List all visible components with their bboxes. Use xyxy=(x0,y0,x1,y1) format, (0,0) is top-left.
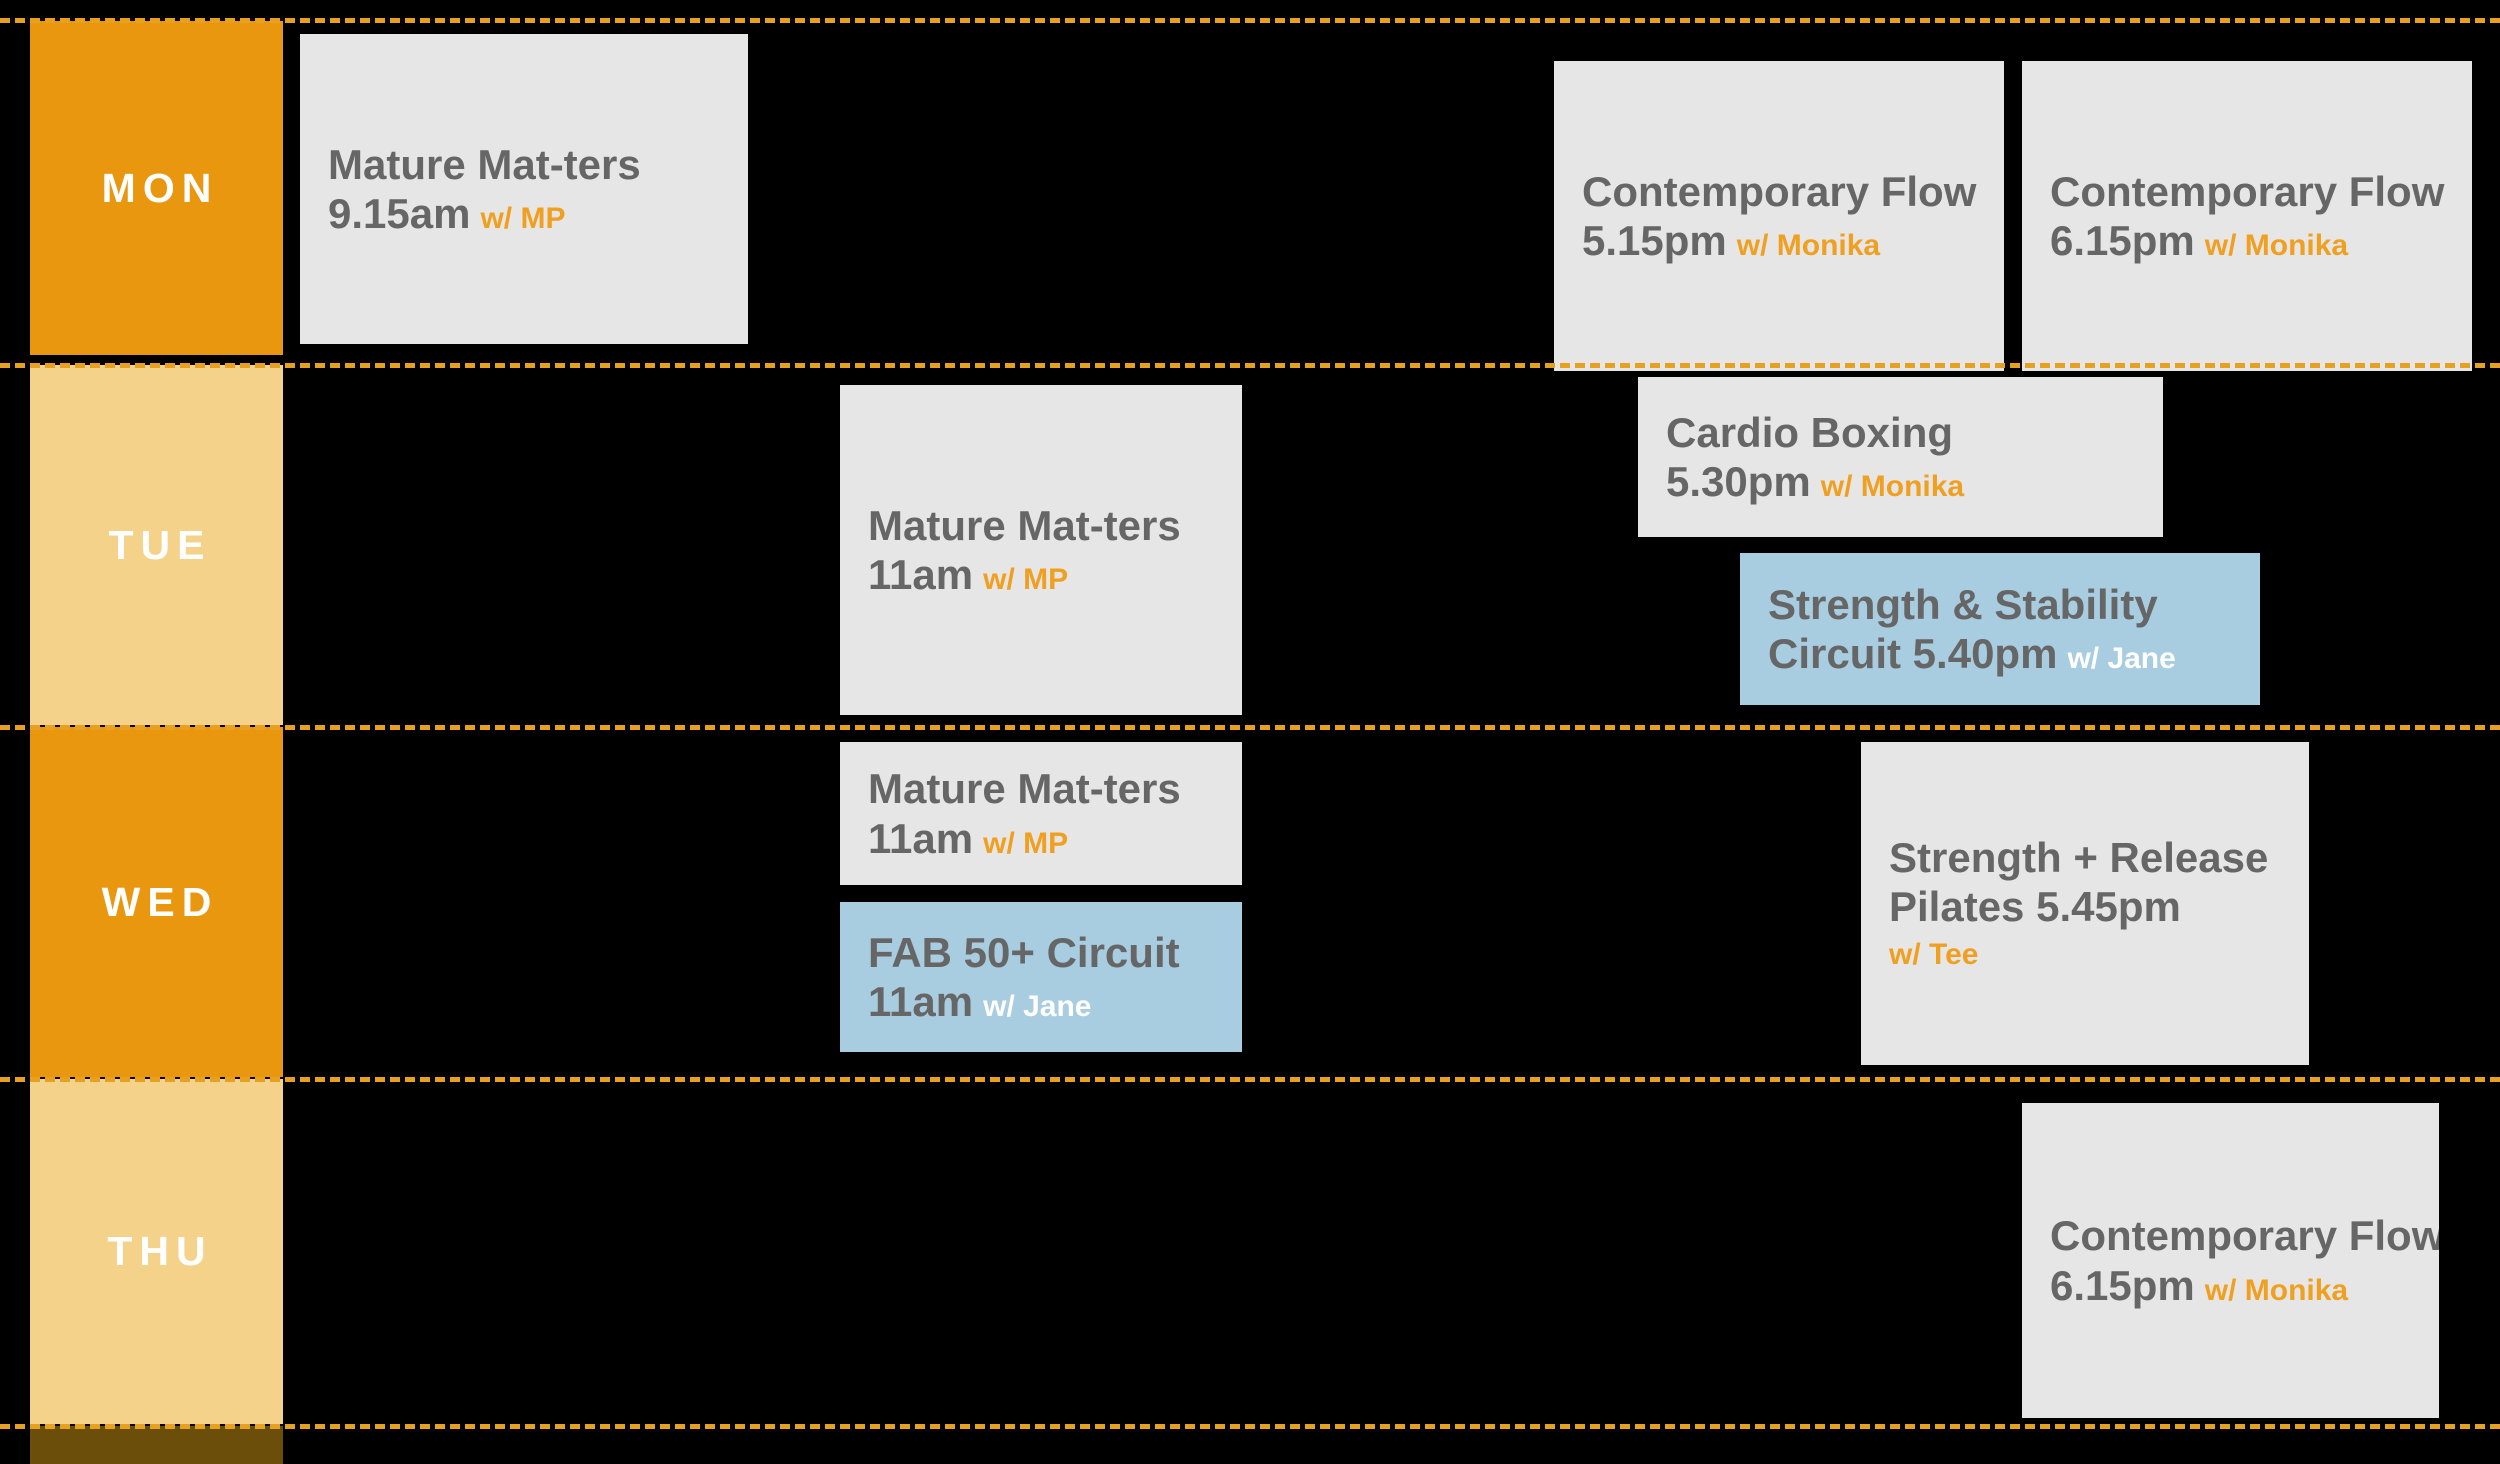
separator-mon-tue xyxy=(0,363,2500,368)
class-name: Contemporary Flow xyxy=(2050,167,2445,215)
class-time: 5.30pm xyxy=(1666,458,1811,505)
class-tutor: w/ MP xyxy=(983,826,1069,860)
class-name: FAB 50+ Circuit xyxy=(868,928,1180,976)
day-label-tue: TUE xyxy=(108,521,212,568)
class-tutor: w/ Jane xyxy=(983,990,1092,1023)
class-tutor: w/ MP xyxy=(983,563,1069,596)
class-name: Cardio Boxing xyxy=(1666,408,1954,456)
day-row-wed: WED Mature Mat-ters 11am w/ MP FAB 50+ Ci… xyxy=(0,727,2500,1077)
class-card-wed-2[interactable]: FAB 50+ Circuit 11am w/ Jane xyxy=(840,902,1242,1052)
class-card-tue-2[interactable]: Cardio Boxing 5.30pm w/ Monika xyxy=(1638,377,2163,537)
separator-tue-wed xyxy=(0,725,2500,730)
class-card-tue-3[interactable]: Strength & Stability Circuit 5.40pm w/ Ja… xyxy=(1740,553,2260,705)
class-time-row: 6.15pm w/ Monika xyxy=(2050,1261,2411,1310)
class-name: Mature Mat-ters xyxy=(868,765,1181,813)
class-time: Pilates 5.45pm xyxy=(1889,883,2181,930)
class-tutor: w/ Monika xyxy=(2204,229,2349,262)
class-card-wed-1[interactable]: Mature Mat-ters 11am w/ MP xyxy=(840,742,1242,885)
day-label-thu: THU xyxy=(107,1228,213,1274)
class-name: Contemporary Flow xyxy=(2050,1212,2439,1260)
class-time: 6.15pm xyxy=(2050,1261,2195,1309)
separator-wed-thu xyxy=(0,1077,2500,1082)
bottom-strip xyxy=(30,1426,283,1464)
day-row-mon: MON Mature Mat-ters 9.15am w/ MP Contempo… xyxy=(0,21,2500,371)
class-card-mon-3[interactable]: Contemporary Flow 6.15pm w/ Monika xyxy=(2022,61,2472,371)
separator-top xyxy=(0,18,2500,23)
class-time: 5.15pm xyxy=(1582,217,1727,264)
class-time: 9.15am xyxy=(328,190,471,237)
class-time-row: 11am w/ MP xyxy=(868,814,1214,863)
class-time: 11am xyxy=(868,978,974,1025)
class-time-row: 6.15pm w/ Monika xyxy=(2050,216,2444,265)
class-card-wed-3[interactable]: Strength + Release Pilates 5.45pm w/ Tee xyxy=(1861,742,2309,1065)
class-time-row: 9.15am w/ MP xyxy=(328,189,720,238)
class-card-thu-1[interactable]: Contemporary Flow 6.15pm w/ Monika xyxy=(2022,1103,2439,1418)
class-name: Mature Mat-ters xyxy=(328,140,641,188)
class-time-row: 5.30pm w/ Monika xyxy=(1666,457,2135,506)
class-time-row: 11am w/ Jane xyxy=(868,977,1214,1026)
class-time: 11am xyxy=(868,814,974,862)
class-card-mon-1[interactable]: Mature Mat-ters 9.15am w/ MP xyxy=(300,34,748,344)
class-tutor: w/ Jane xyxy=(2067,642,2176,675)
day-cell-wed: WED xyxy=(30,727,283,1077)
class-tutor: w/ Tee xyxy=(1889,938,1979,972)
class-name: Contemporary Flow xyxy=(1582,167,1977,215)
class-tutor: w/ MP xyxy=(480,202,566,235)
day-row-tue: TUE Mature Mat-ters 11am w/ MP Cardio Box… xyxy=(0,365,2500,725)
class-tutor: w/ Monika xyxy=(1820,470,1965,503)
class-time-row: Circuit 5.40pm w/ Jane xyxy=(1768,629,2232,678)
class-card-tue-1[interactable]: Mature Mat-ters 11am w/ MP xyxy=(840,385,1242,715)
class-time-row: 11am w/ MP xyxy=(868,550,1214,599)
class-name: Strength + Release xyxy=(1889,833,2269,881)
day-row-thu: THU Contemporary Flow 6.15pm w/ Monika xyxy=(0,1079,2500,1424)
class-time: Circuit 5.40pm xyxy=(1768,630,2058,677)
class-name: Mature Mat-ters xyxy=(868,501,1181,549)
day-cell-mon: MON xyxy=(30,21,283,355)
day-cell-tue: TUE xyxy=(30,365,283,725)
class-time-row: 5.15pm w/ Monika xyxy=(1582,216,1976,265)
class-tutor: w/ Monika xyxy=(2204,1273,2349,1307)
class-card-mon-2[interactable]: Contemporary Flow 5.15pm w/ Monika xyxy=(1554,61,2004,371)
day-cell-thu: THU xyxy=(30,1079,283,1424)
day-label-wed: WED xyxy=(101,878,219,925)
class-time: 6.15pm xyxy=(2050,217,2195,264)
class-tutor: w/ Monika xyxy=(1736,229,1881,262)
day-label-mon: MON xyxy=(101,164,219,211)
separator-bottom xyxy=(0,1424,2500,1429)
class-time: 11am xyxy=(868,551,974,598)
class-name: Strength & Stability xyxy=(1768,580,2158,628)
